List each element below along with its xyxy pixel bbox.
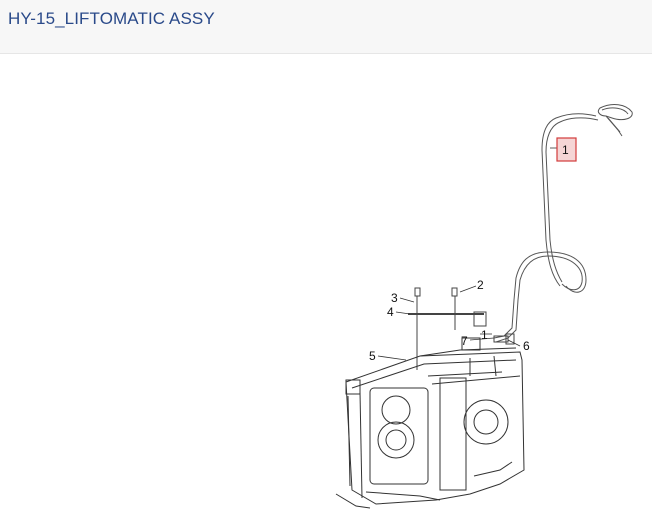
callout-4[interactable]: 4 (387, 305, 394, 319)
callout-6[interactable]: 6 (523, 339, 530, 353)
callout-5[interactable]: 5 (369, 349, 376, 363)
callout-1-highlight[interactable] (556, 137, 577, 162)
callout-2[interactable]: 2 (477, 278, 484, 292)
page-header: HY-15_LIFTOMATIC ASSY (0, 0, 652, 54)
page-title: HY-15_LIFTOMATIC ASSY (8, 9, 215, 28)
parts-diagram: 1 2 3 4 5 6 7 1 (0, 54, 652, 521)
leader-lines (377, 147, 562, 361)
parts-diagram-drawing: 1 2 3 4 5 6 7 1 (335, 104, 633, 509)
callout-1[interactable]: 1 (562, 143, 569, 157)
callout-1-secondary[interactable]: 1 (481, 328, 488, 342)
transmission-housing (335, 337, 525, 509)
callout-3[interactable]: 3 (391, 291, 398, 305)
callout-7[interactable]: 7 (461, 334, 468, 348)
hardware-parts (408, 287, 515, 370)
